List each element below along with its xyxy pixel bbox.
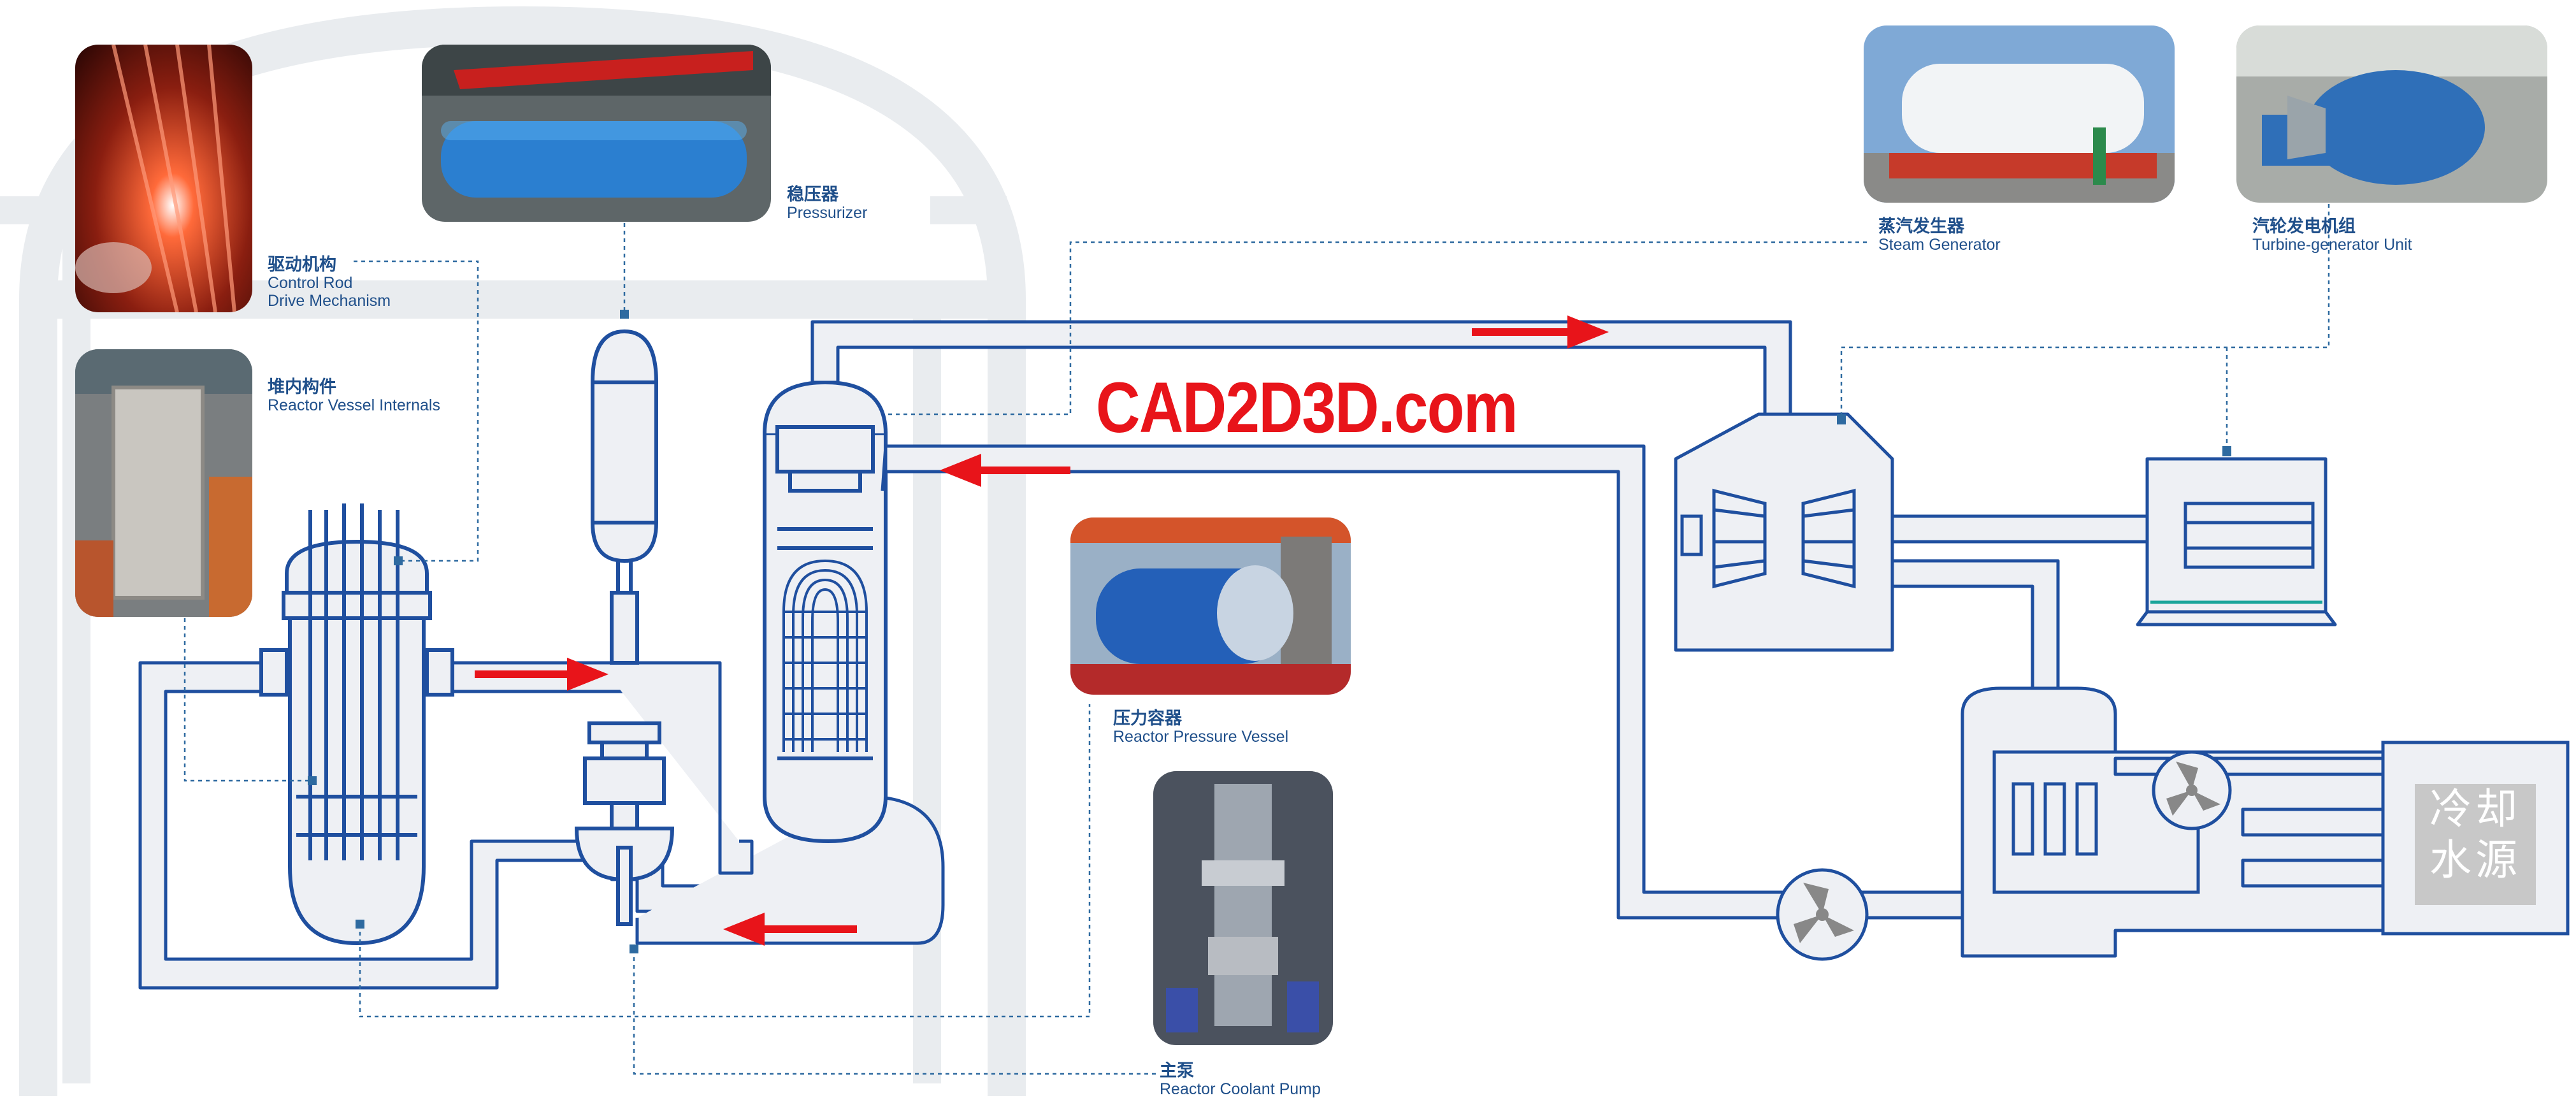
steam-generator-label: 蒸汽发生器 Steam Generator <box>1878 217 2001 254</box>
pressurizer-label-zh: 稳压器 <box>787 185 838 204</box>
rpv-label-en: Reactor Pressure Vessel <box>1113 728 1289 746</box>
steam-generator-photo <box>1864 25 2175 203</box>
pump-label-zh: 主泵 <box>1160 1061 1194 1080</box>
feed-pump-icon <box>1776 868 1869 961</box>
crdm-label-zh: 驱动机构 <box>268 255 336 274</box>
generator-rotor <box>2184 502 2315 569</box>
cooling-fan-icon <box>2152 750 2232 830</box>
flow-arrow-icon <box>723 913 857 946</box>
rpv-label-zh: 压力容器 <box>1113 709 1182 728</box>
crdm-label: 驱动机构 Control Rod Drive Mechanism <box>268 255 391 310</box>
crdm-photo <box>75 45 252 312</box>
coolant-pump <box>574 721 675 926</box>
u-tube-bundle <box>782 559 868 752</box>
watermark: CAD2D3D.com <box>1096 368 1518 447</box>
pressurizer-photo <box>422 45 771 222</box>
flow-arrows <box>475 315 1609 946</box>
cooling-water-label: 冷却水源 <box>2429 785 2521 885</box>
crdm-label-en2: Drive Mechanism <box>268 292 391 310</box>
flow-arrow-icon <box>1472 315 1609 349</box>
pump-photo <box>1153 771 1333 1045</box>
reactor-vessel <box>259 539 454 946</box>
turbine-blades <box>1680 488 1856 589</box>
flow-arrow-icon <box>475 658 608 691</box>
internals-label: 堆内构件 Reactor Vessel Internals <box>268 377 440 414</box>
control-rods <box>296 503 417 860</box>
turbine-label-en: Turbine-generator Unit <box>2252 236 2412 254</box>
rpv-photo <box>1070 517 1351 695</box>
pump-label-en: Reactor Coolant Pump <box>1160 1080 1321 1099</box>
turbine-photo <box>2236 25 2547 203</box>
cooling-water-box <box>2381 741 2570 936</box>
steam-generator-label-en: Steam Generator <box>1878 236 2001 254</box>
pressurizer-unit <box>591 329 658 665</box>
leader-lines <box>183 204 2330 1075</box>
internals-photo <box>75 349 252 617</box>
turbine-label-zh: 汽轮发电机组 <box>2252 217 2356 236</box>
steam-generator-label-zh: 蒸汽发生器 <box>1878 217 1964 236</box>
rpv-label: 压力容器 Reactor Pressure Vessel <box>1113 709 1288 746</box>
pressurizer-label: 稳压器 Pressurizer <box>787 185 867 222</box>
pump-label: 主泵 Reactor Coolant Pump <box>1160 1061 1321 1098</box>
leader-markers <box>308 310 2231 953</box>
internals-label-zh: 堆内构件 <box>268 377 336 396</box>
internals-label-en: Reactor Vessel Internals <box>268 396 440 415</box>
turbine-label: 汽轮发电机组 Turbine-generator Unit <box>2252 217 2412 254</box>
pressurizer-label-en: Pressurizer <box>787 204 868 222</box>
crdm-label-en1: Control Rod <box>268 274 353 293</box>
flow-arrow-icon <box>940 454 1070 487</box>
secondary-loop <box>810 320 2385 958</box>
